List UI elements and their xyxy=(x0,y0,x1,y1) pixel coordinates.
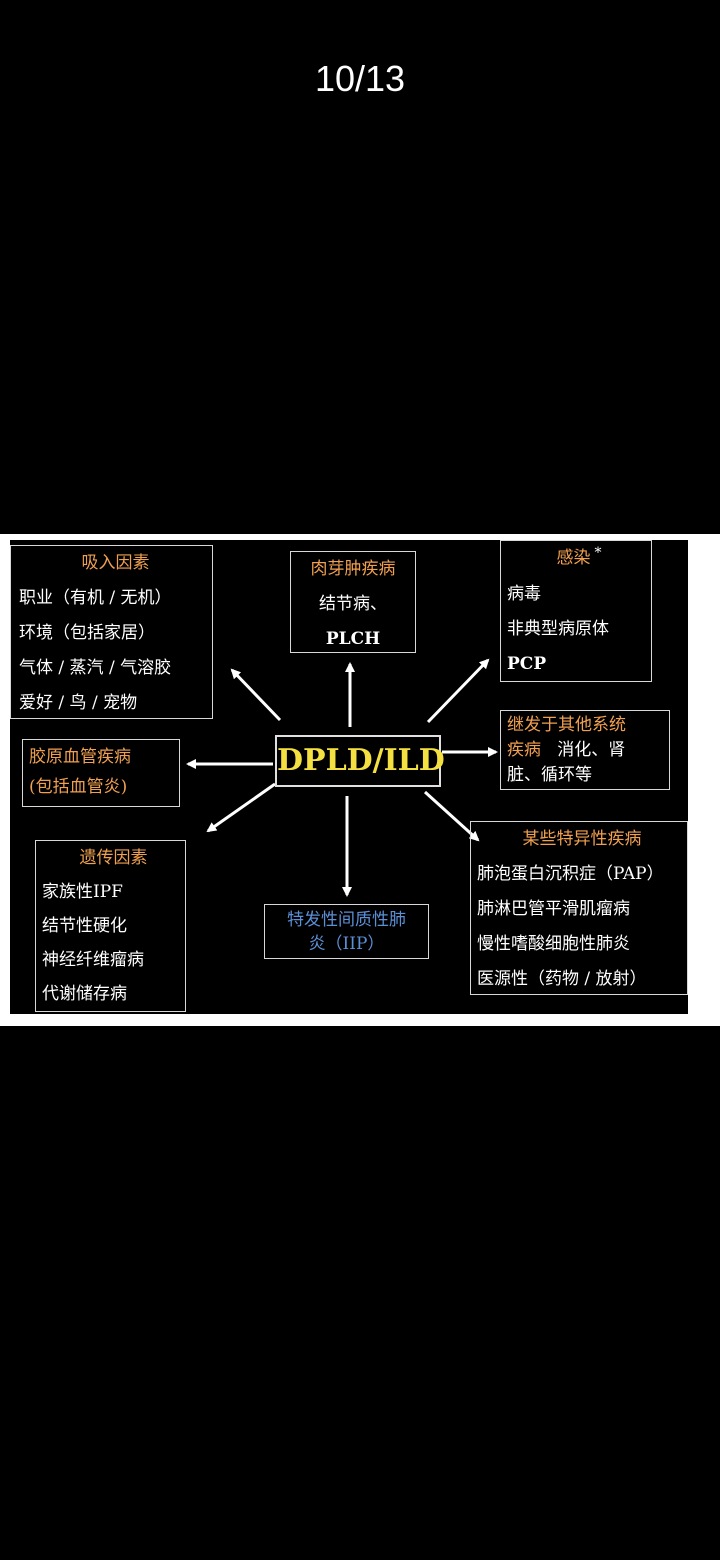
iip-box: 特发性间质性肺 炎（IIP） xyxy=(264,904,429,959)
genetic-title: 遗传因素 xyxy=(79,848,148,868)
slide-image[interactable]: 吸入因素 职业（有机 / 无机） 环境（包括家居） 气体 / 蒸汽 / 气溶胶 … xyxy=(10,540,688,1014)
arrow-infection xyxy=(426,658,490,724)
specific-item: 医源性（药物 / 放射） xyxy=(477,969,647,989)
secondary-box: 继发于其他系统 疾病 消化、肾 脏、循环等 xyxy=(500,710,670,790)
iip-subtitle: 炎（IIP） xyxy=(308,934,385,954)
arrow-inhalation xyxy=(230,668,282,722)
specific-item: 慢性嗜酸细胞性肺炎 xyxy=(477,934,630,954)
inhalation-item: 环境（包括家居） xyxy=(19,623,155,643)
secondary-title: 继发于其他系统 xyxy=(507,715,626,735)
specific-item: 肺淋巴管平滑肌瘤病 xyxy=(477,899,630,919)
genetic-box: 遗传因素 家族性IPF 结节性硬化 神经纤维瘤病 代谢储存病 xyxy=(35,840,186,1012)
inhalation-title: 吸入因素 xyxy=(81,553,150,573)
secondary-title-part: 疾病 xyxy=(507,740,541,760)
page-counter: 10/13 xyxy=(314,58,406,99)
center-node: DPLD/ILD xyxy=(275,735,445,787)
genetic-item: 结节性硬化 xyxy=(42,916,127,936)
collagen-box: 胶原血管疾病 (包括血管炎) xyxy=(22,739,180,807)
infection-item: 非典型病原体 xyxy=(507,619,609,639)
granuloma-item: 结节病、 xyxy=(319,594,387,614)
arrow-specific xyxy=(423,790,480,842)
collagen-title: 胶原血管疾病 xyxy=(29,747,131,767)
iip-title: 特发性间质性肺 xyxy=(287,910,406,930)
collagen-subtitle: (包括血管炎) xyxy=(29,777,128,797)
specific-item: 肺泡蛋白沉积症（PAP） xyxy=(477,864,664,884)
specific-box: 某些特异性疾病 肺泡蛋白沉积症（PAP） 肺淋巴管平滑肌瘤病 慢性嗜酸细胞性肺炎… xyxy=(470,821,688,995)
genetic-item: 神经纤维瘤病 xyxy=(42,950,144,970)
arrow-genetic xyxy=(206,782,276,833)
arrows-layer xyxy=(186,658,498,897)
infection-item: 病毒 xyxy=(507,584,541,604)
infection-mark: * xyxy=(594,545,602,561)
infection-box: 感染* 病毒 非典型病原体 PCP xyxy=(500,540,652,682)
secondary-text: 脏、循环等 xyxy=(507,765,592,785)
granuloma-box: 肉芽肿疾病 结节病、 PLCH xyxy=(290,551,416,653)
secondary-text: 消化、肾 xyxy=(557,740,626,760)
inhalation-box: 吸入因素 职业（有机 / 无机） 环境（包括家居） 气体 / 蒸汽 / 气溶胶 … xyxy=(10,545,213,719)
inhalation-item: 爱好 / 鸟 / 宠物 xyxy=(19,693,138,713)
infection-item: PCP xyxy=(507,654,547,674)
granuloma-title: 肉芽肿疾病 xyxy=(310,559,396,579)
genetic-item: 家族性IPF xyxy=(42,882,123,902)
specific-title: 某些特异性疾病 xyxy=(522,829,642,849)
genetic-item: 代谢储存病 xyxy=(42,984,127,1004)
granuloma-item: PLCH xyxy=(325,629,381,649)
inhalation-item: 气体 / 蒸汽 / 气溶胶 xyxy=(19,658,172,678)
inhalation-item: 职业（有机 / 无机） xyxy=(19,588,172,608)
infection-title: 感染 xyxy=(556,548,591,568)
